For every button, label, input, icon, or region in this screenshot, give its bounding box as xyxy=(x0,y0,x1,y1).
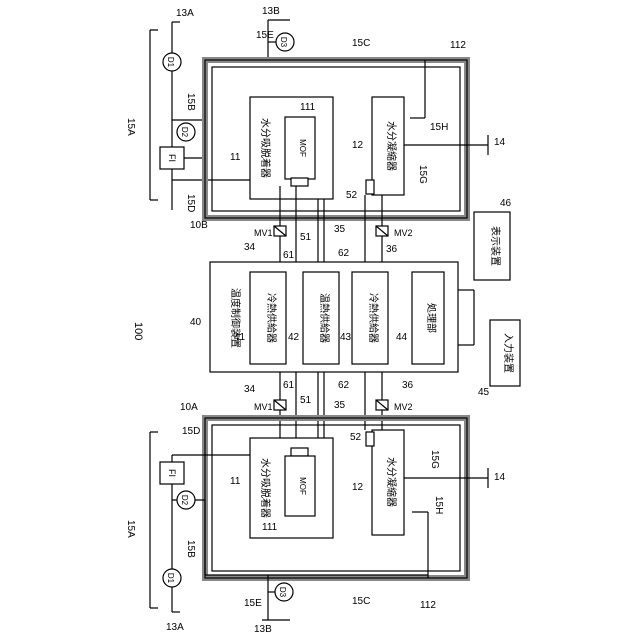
unit-lower: MV1 MV2 34 61 51 35 62 36 10A 112 水分吸脱着器… xyxy=(125,372,506,635)
label-mv1: MV1 xyxy=(254,228,273,238)
unit-upper: 15A 13A D1 15B D2 FI 15D D3 13B 15E 15C … xyxy=(125,6,506,262)
label-41: 41 xyxy=(234,332,246,343)
label-12: 12 xyxy=(352,140,364,151)
chamber-wall xyxy=(205,60,467,218)
label-40: 40 xyxy=(190,317,202,328)
condenser-port-lower xyxy=(366,432,374,446)
label-111-lower: 111 xyxy=(262,522,278,533)
input-device-label: 入力装置 xyxy=(502,333,515,373)
unit-41-label: 冷熱供給器 xyxy=(265,293,278,343)
label-d2: D2 xyxy=(180,127,189,138)
unit-43-label: 冷熱供給器 xyxy=(367,293,380,343)
label-15e: 15E xyxy=(256,30,274,41)
mof-port xyxy=(291,178,308,186)
adsorber-label: 水分吸脱着器 xyxy=(259,118,272,178)
label-15e-lower: 15E xyxy=(244,598,262,609)
label-15c-lower: 15C xyxy=(352,596,370,607)
condenser-label-lower: 水分凝縮器 xyxy=(385,457,398,507)
mof-label: MOF xyxy=(298,139,307,157)
label-d3: D3 xyxy=(279,37,288,48)
chamber-outline xyxy=(205,60,467,218)
label-13b: 13B xyxy=(262,6,280,17)
label-14: 14 xyxy=(494,137,506,148)
label-15g: 15G xyxy=(417,165,428,184)
label-15b: 15B xyxy=(185,93,196,111)
label-62: 62 xyxy=(338,248,350,259)
condenser-port xyxy=(366,180,374,194)
label-13a-lower: 13A xyxy=(166,622,184,633)
label-51: 51 xyxy=(300,232,312,243)
label-52: 52 xyxy=(346,190,358,201)
label-15d-lower: 15D xyxy=(182,426,200,437)
mof-port-lower xyxy=(291,448,308,456)
label-36-lower: 36 xyxy=(402,380,414,391)
label-15b-lower: 15B xyxy=(185,540,196,558)
label-fi-lower: FI xyxy=(167,469,177,477)
label-35: 35 xyxy=(334,224,346,235)
label-d1: D1 xyxy=(166,57,175,68)
label-34-lower: 34 xyxy=(244,384,256,395)
label-62-lower: 62 xyxy=(338,380,350,391)
label-12-lower: 12 xyxy=(352,482,364,493)
unit-42-label: 温熱供給器 xyxy=(318,293,331,343)
adsorber-label-lower: 水分吸脱着器 xyxy=(259,458,272,518)
label-15a-lower: 15A xyxy=(125,520,136,538)
unit-44-label: 処理部 xyxy=(425,303,438,333)
label-42: 42 xyxy=(288,332,300,343)
label-11-lower: 11 xyxy=(230,476,241,487)
label-d3-lower: D3 xyxy=(278,587,287,598)
label-34: 34 xyxy=(244,242,256,253)
label-13b-lower: 13B xyxy=(254,624,272,635)
label-13a: 13A xyxy=(176,8,194,19)
chamber-inner-lower xyxy=(212,425,460,571)
label-15a: 15A xyxy=(125,118,136,136)
label-d2-lower: D2 xyxy=(180,495,189,506)
label-d1-lower: D1 xyxy=(166,573,175,584)
label-111: 111 xyxy=(300,102,316,113)
label-44: 44 xyxy=(396,332,408,343)
label-46: 46 xyxy=(500,198,512,209)
label-61-lower: 61 xyxy=(283,380,295,391)
label-100: 100 xyxy=(132,322,144,340)
display-device-label: 表示装置 xyxy=(489,226,502,266)
mof-label-lower: MOF xyxy=(298,477,307,495)
label-10b: 10B xyxy=(190,220,208,231)
label-15d: 15D xyxy=(185,194,196,212)
condenser-label: 水分凝縮器 xyxy=(385,121,398,171)
label-52-lower: 52 xyxy=(350,432,362,443)
chamber-inner xyxy=(212,67,460,211)
label-15h: 15H xyxy=(430,122,448,133)
label-36: 36 xyxy=(386,244,398,255)
label-15h-lower: 15H xyxy=(433,496,444,514)
label-mv1-lower: MV1 xyxy=(254,402,273,412)
label-43: 43 xyxy=(340,332,352,343)
label-112-lower: 112 xyxy=(420,600,436,611)
label-14-lower: 14 xyxy=(494,472,506,483)
label-35-lower: 35 xyxy=(334,400,346,411)
label-15g-lower: 15G xyxy=(429,450,440,469)
label-10a: 10A xyxy=(180,402,198,413)
label-15c: 15C xyxy=(352,38,370,49)
label-45: 45 xyxy=(478,387,490,398)
label-mv2: MV2 xyxy=(394,228,413,238)
brace-15a-lower-ends xyxy=(150,432,158,608)
label-51-lower: 51 xyxy=(300,395,312,406)
label-61: 61 xyxy=(283,250,295,261)
label-112: 112 xyxy=(450,40,466,51)
label-fi: FI xyxy=(167,154,177,162)
label-mv2-lower: MV2 xyxy=(394,402,413,412)
label-11: 11 xyxy=(230,152,241,163)
brace-15a-ends xyxy=(150,30,158,200)
